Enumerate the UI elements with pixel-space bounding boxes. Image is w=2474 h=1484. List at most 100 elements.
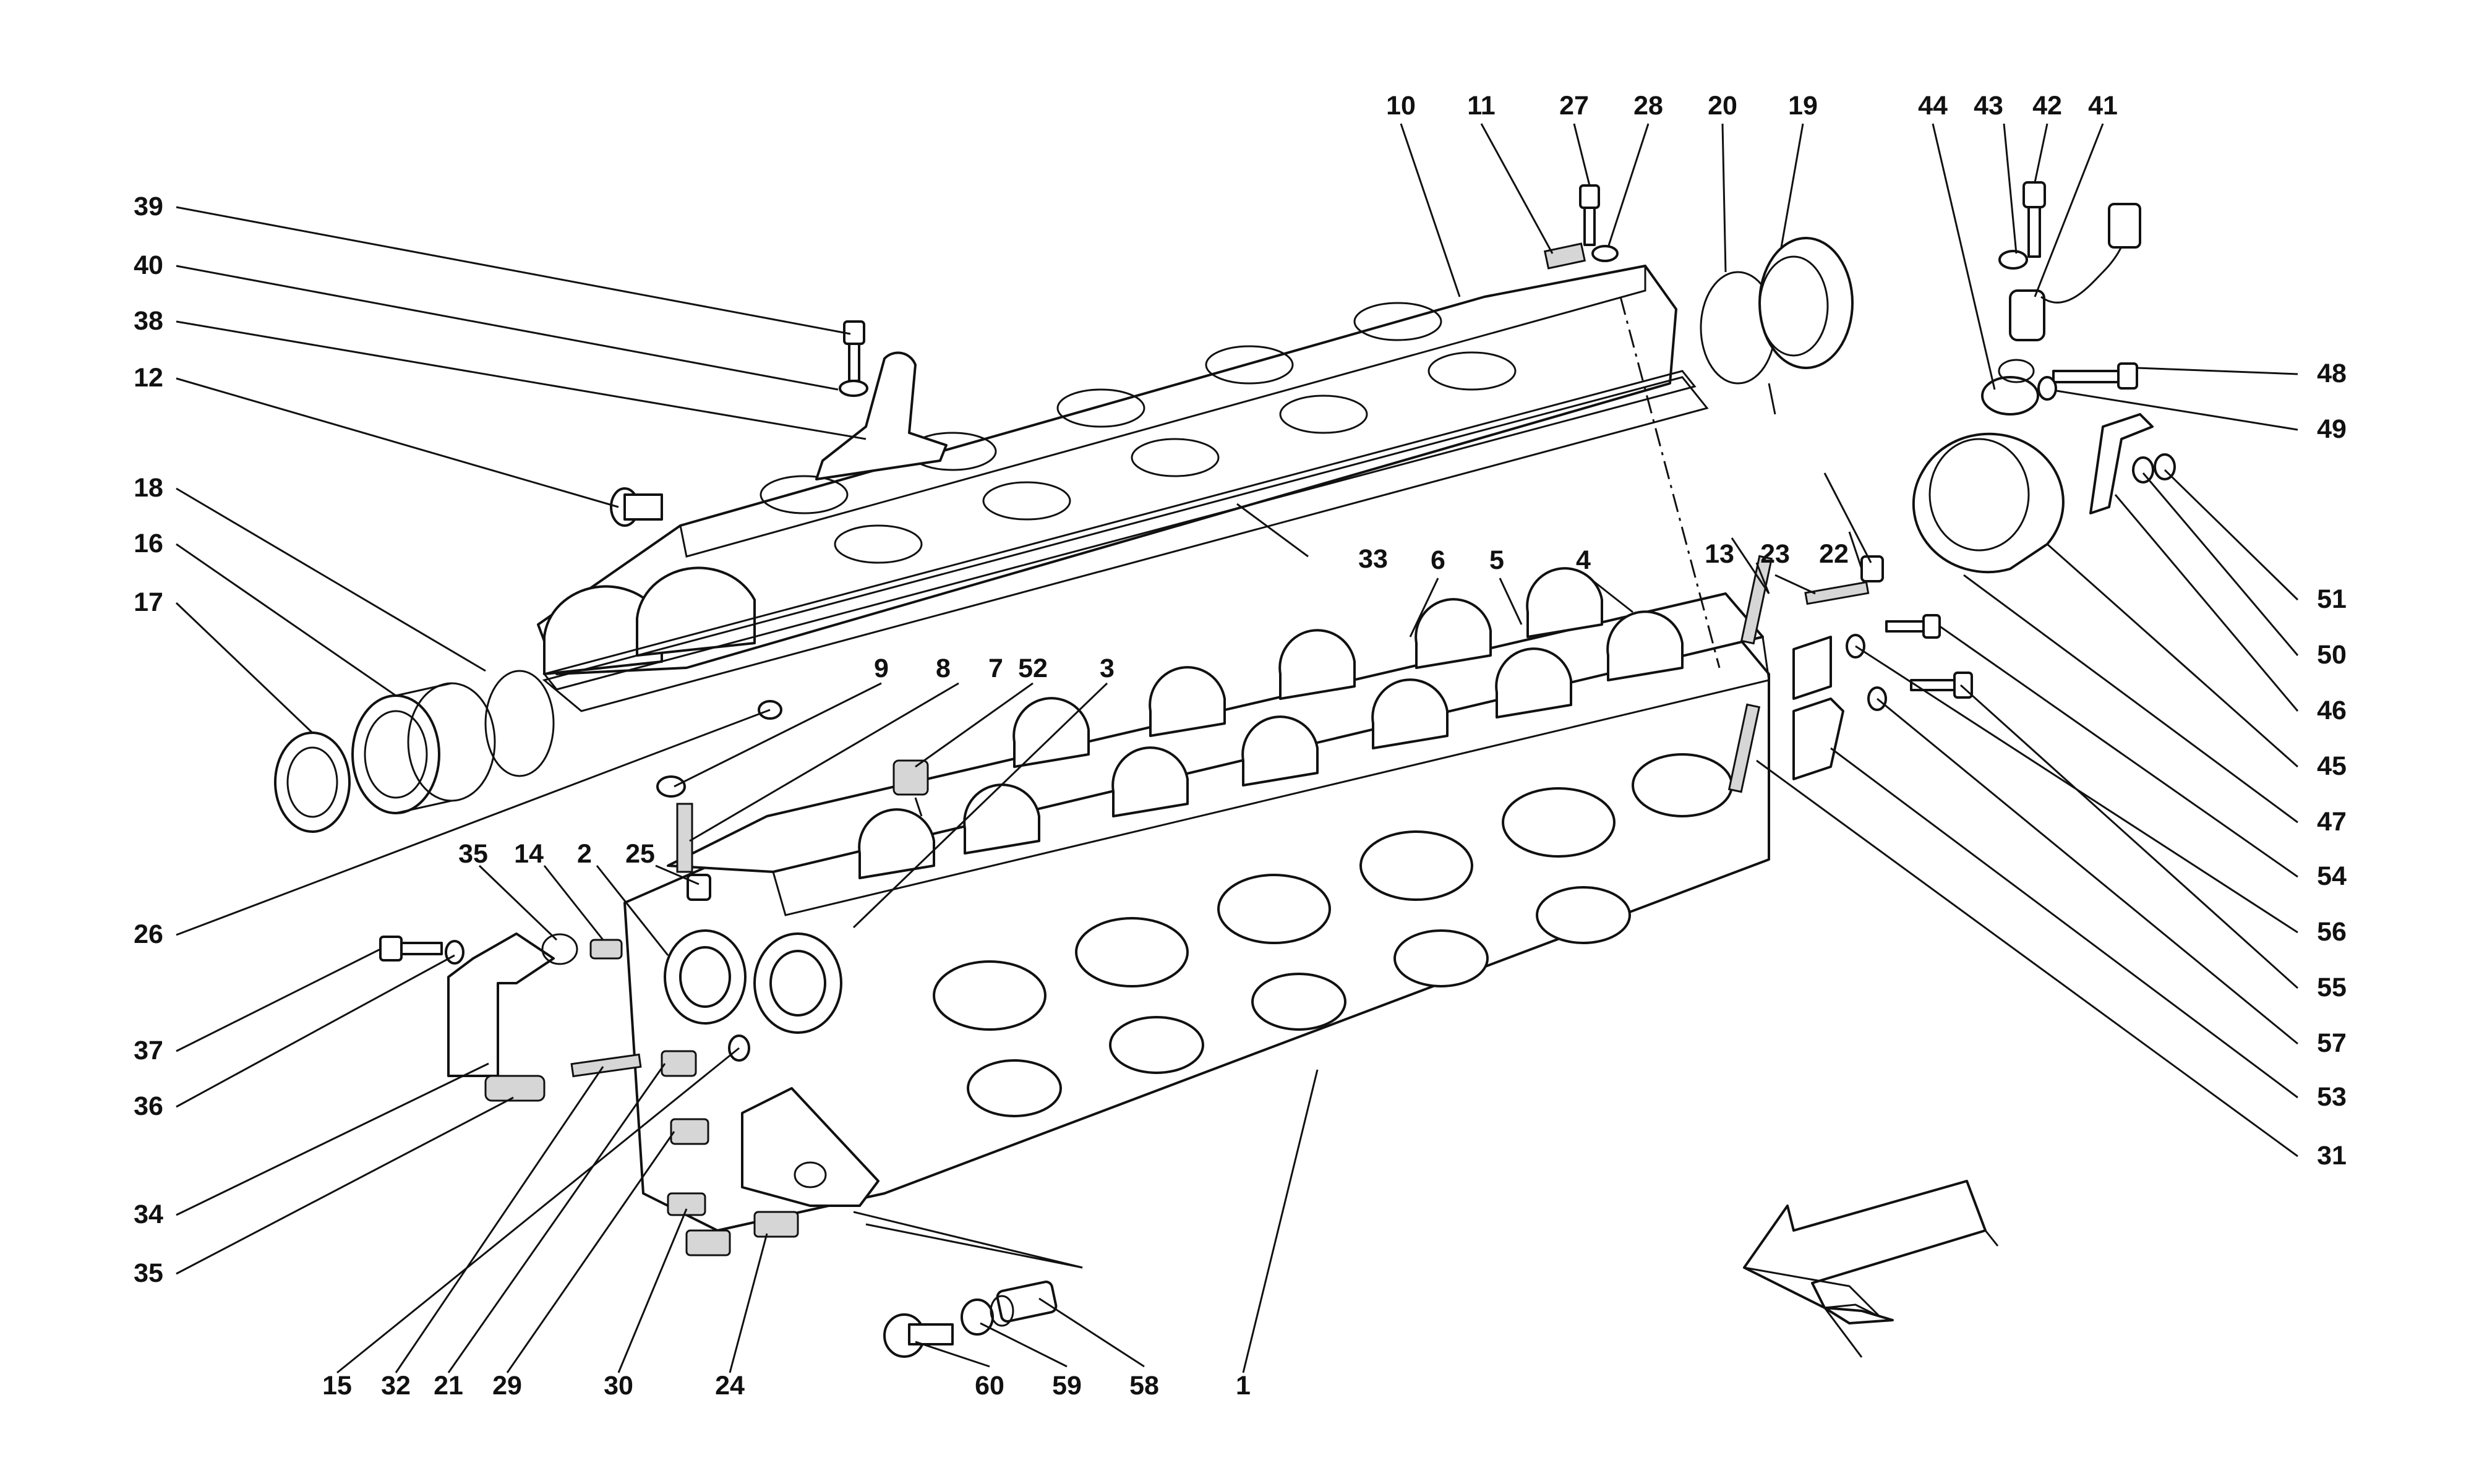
callout-19: 19 (1788, 91, 1818, 121)
plug-14 (589, 939, 623, 960)
callout-14: 14 (514, 839, 544, 869)
washer-28 (1591, 245, 1619, 262)
washer-40 (839, 380, 868, 397)
cam-carrier (537, 265, 1677, 675)
callout-57: 57 (2317, 1028, 2347, 1058)
bolt-60 (883, 1313, 954, 1358)
fitting-12 (610, 487, 663, 527)
callout-28: 28 (1633, 91, 1663, 121)
intake-ports (933, 753, 1733, 1117)
bolt-42 (2022, 181, 2046, 258)
bracket-46 (2089, 413, 2154, 514)
callout-39: 39 (134, 192, 163, 221)
callout-59: 59 (1052, 1371, 1082, 1401)
cam-journals (760, 302, 1517, 564)
callout-56: 56 (2317, 917, 2347, 947)
callout-17: 17 (134, 587, 163, 617)
callout-55: 55 (2317, 973, 2347, 1002)
pipe-34 (447, 932, 555, 1102)
callout-32: 32 (381, 1371, 411, 1401)
plug-52 (892, 759, 929, 796)
callout-11: 11 (1467, 91, 1495, 121)
callout-8: 8 (936, 654, 951, 683)
callout-46: 46 (2317, 696, 2347, 725)
mounting-bracket (741, 1087, 880, 1207)
callout-30: 30 (604, 1371, 633, 1401)
callout-52: 52 (1018, 654, 1048, 683)
callout-60: 60 (975, 1371, 1004, 1401)
cylinder-head (623, 567, 1770, 1232)
callout-3: 3 (1100, 654, 1115, 683)
bolt-55 (1910, 672, 1973, 699)
callout-38: 38 (134, 306, 163, 336)
plug-29 (670, 1118, 709, 1145)
callout-18: 18 (134, 473, 163, 503)
callout-5: 5 (1489, 545, 1504, 575)
callout-25: 25 (625, 839, 655, 869)
callout-50: 50 (2317, 640, 2347, 670)
callout-24: 24 (715, 1371, 745, 1401)
stud-31 (1727, 703, 1761, 793)
callout-43: 43 (1974, 91, 2003, 121)
callout-35-left: 35 (134, 1258, 163, 1288)
washer-59 (961, 1298, 994, 1336)
nut-8 (656, 775, 686, 798)
callout-40: 40 (134, 250, 163, 280)
callout-16: 16 (134, 529, 163, 558)
callout-42: 42 (2032, 91, 2062, 121)
callout-37: 37 (134, 1036, 163, 1065)
plug-11 (1543, 242, 1586, 270)
leader-lines (175, 123, 2299, 1374)
callout-4: 4 (1576, 545, 1591, 575)
callout-labels: 1 2 3 4 5 6 7 8 9 10 11 12 13 14 15 16 1… (134, 91, 2347, 1401)
callout-2: 2 (577, 839, 592, 869)
sleeve-58 (990, 1281, 1058, 1327)
callout-1: 1 (1236, 1371, 1251, 1401)
seal-17 (274, 731, 351, 833)
callout-36: 36 (134, 1091, 163, 1121)
dowel-25 (687, 874, 711, 901)
o-ring-35 (541, 933, 578, 965)
bolt-37 (379, 936, 443, 962)
callout-45: 45 (2317, 751, 2347, 781)
seal-plate-19 (1758, 237, 1854, 369)
callout-23: 23 (1760, 539, 1790, 569)
callout-15: 15 (322, 1371, 352, 1401)
stud-13 (1740, 555, 1773, 645)
callout-35-top: 35 (458, 839, 488, 869)
callout-58: 58 (1129, 1371, 1159, 1401)
seal-16 (351, 682, 496, 814)
callout-27: 27 (1559, 91, 1589, 121)
sleeve-22 (1860, 555, 1884, 582)
callout-49: 49 (2317, 414, 2347, 444)
o-ring-18 (484, 670, 555, 777)
callout-21: 21 (434, 1371, 463, 1401)
plug-24b (753, 1211, 799, 1238)
washer-43 (1998, 250, 2028, 270)
callout-7: 7 (988, 654, 1003, 683)
washer-50 (2132, 456, 2154, 484)
callout-20: 20 (1708, 91, 1737, 121)
washer-49 (2037, 376, 2057, 401)
callout-53: 53 (2317, 1082, 2347, 1112)
bolt-39 (843, 320, 865, 382)
callout-22: 22 (1819, 539, 1849, 569)
callout-51: 51 (2317, 584, 2347, 614)
nut-51 (2154, 453, 2176, 480)
bracket-53 (1792, 636, 1844, 780)
stud-23 (1804, 581, 1870, 605)
callout-34: 34 (134, 1200, 163, 1229)
bolt-27 (1579, 184, 1600, 246)
callout-41: 41 (2088, 91, 2118, 121)
bolt-48 (2052, 362, 2138, 390)
callout-6: 6 (1431, 545, 1445, 575)
callout-26: 26 (134, 919, 163, 949)
bolt-56 (1885, 614, 1941, 639)
callout-47: 47 (2317, 807, 2347, 837)
plug-24 (685, 1229, 731, 1256)
callout-13: 13 (1705, 539, 1734, 569)
washer-36 (445, 940, 464, 965)
callout-31: 31 (2317, 1141, 2347, 1171)
gasket (542, 370, 1697, 691)
